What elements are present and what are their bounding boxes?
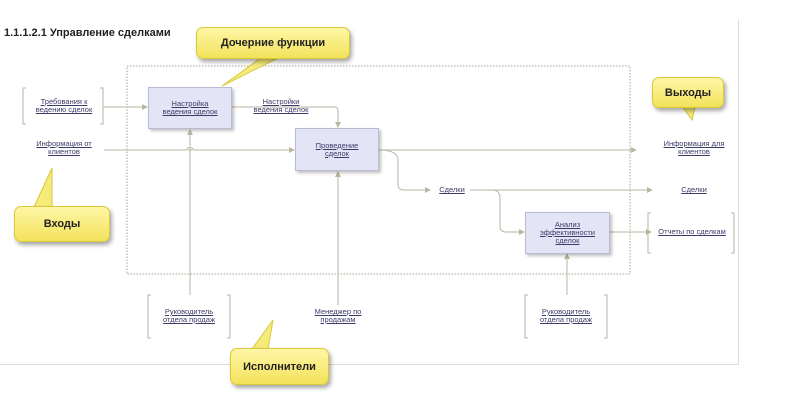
callout-children: Дочерние функции	[196, 27, 350, 59]
performer-manager-line2: продажам	[320, 315, 356, 324]
function-boundary	[126, 65, 631, 275]
output-client-info-line1: Информация для	[663, 139, 725, 148]
callout-inputs: Входы	[14, 206, 110, 242]
function-setup-line1: Настройка	[171, 99, 209, 108]
function-conduct-line2: сделок	[325, 148, 349, 158]
input-client-info-line2: клиентов	[48, 147, 80, 156]
function-analysis-line2: эффективности	[539, 228, 595, 237]
output-client-info-line2: клиентов	[678, 147, 710, 156]
function-conduct-line1: Проведение	[315, 140, 359, 150]
function-analysis-line3: сделок	[555, 236, 580, 245]
input-requirements-line1: Требования к	[40, 97, 88, 106]
output-deals[interactable]: Сделки	[681, 185, 707, 194]
arrow-deals	[377, 149, 431, 193]
flow-settings-line1: Настройки	[262, 97, 300, 106]
callout-tail-inputs	[33, 167, 53, 208]
output-reports[interactable]: Отчеты по сделкам	[658, 227, 726, 236]
flow-settings-line2: ведения сделок	[253, 105, 309, 114]
input-client-info-line1: Информация от	[36, 139, 92, 148]
callout-outputs: Выходы	[652, 77, 724, 108]
function-setup-line2: ведения сделок	[162, 107, 218, 116]
performer-head-sales-1-line2: отдела продаж	[163, 315, 215, 324]
arrow-deals-analysis	[491, 189, 525, 235]
input-requirements-line2: ведению сделок	[35, 105, 93, 114]
callout-tail-children	[221, 56, 281, 87]
page-title: 1.1.1.2.1 Управление сделками	[4, 27, 171, 39]
callout-performers: Исполнители	[230, 348, 329, 385]
arrow-settings	[231, 106, 341, 128]
performer-head-sales-2-line2: отдела продаж	[540, 315, 592, 324]
callout-tail-performers	[251, 319, 274, 350]
performer-head-sales-1-line1: Руководитель	[164, 307, 214, 316]
performer-manager-line1: Менеджер по	[314, 307, 362, 316]
flow-deals[interactable]: Сделки	[439, 185, 465, 194]
diagram-frame	[0, 20, 739, 365]
performer-head-sales-2-line1: Руководитель	[541, 307, 591, 316]
function-analysis-line1: Анализ	[554, 220, 581, 229]
